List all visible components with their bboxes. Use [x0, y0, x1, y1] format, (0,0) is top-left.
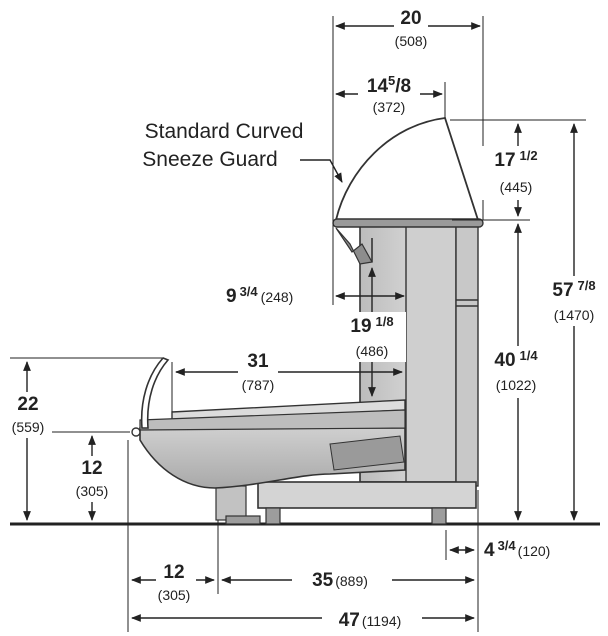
- base-cabinet: [257, 481, 477, 509]
- dim-20-mm: (508): [395, 33, 428, 49]
- rear-post: [455, 223, 479, 487]
- dim-12-horizontal-value: 12: [163, 562, 184, 583]
- dim-12-vertical-value: 12: [81, 458, 102, 479]
- dim-14-58-mm: (372): [373, 99, 406, 115]
- dim-57-78-mm: (1470): [554, 307, 594, 323]
- dim-47-label: 47(1194): [339, 610, 402, 631]
- caption-label: Standard Curved Sneeze Guard: [142, 120, 303, 171]
- dim-40-14-mm: (1022): [496, 377, 536, 393]
- dim-14-58-label: 145/8: [367, 73, 411, 97]
- dim-35-label: 35(889): [312, 570, 368, 591]
- rear-column: [405, 223, 457, 483]
- dim-12-horizontal-mm: (305): [158, 587, 191, 603]
- front-sneeze-guard: [140, 357, 170, 429]
- pedestal-foot: [225, 515, 261, 525]
- front-knob: [131, 427, 141, 437]
- dim-22-mm: (559): [12, 419, 45, 435]
- dim-22-value: 22: [17, 394, 38, 415]
- dim-12-vertical-mm: (305): [76, 483, 109, 499]
- dim-31-value: 31: [247, 351, 269, 372]
- base-foot-left: [265, 507, 281, 525]
- display-case-drawing: [10, 117, 600, 526]
- curved-sneeze-guard: [334, 117, 480, 221]
- base-foot-right: [431, 507, 447, 525]
- caption-line-1: Standard Curved: [145, 120, 304, 143]
- dim-20-value: 20: [400, 8, 421, 29]
- caption-line-2: Sneeze Guard: [142, 148, 277, 171]
- dim-19-18-mm: (486): [356, 343, 389, 359]
- dim-17-12-mm: (445): [500, 179, 533, 195]
- dim-31-mm: (787): [242, 377, 275, 393]
- pedestal: [215, 485, 247, 521]
